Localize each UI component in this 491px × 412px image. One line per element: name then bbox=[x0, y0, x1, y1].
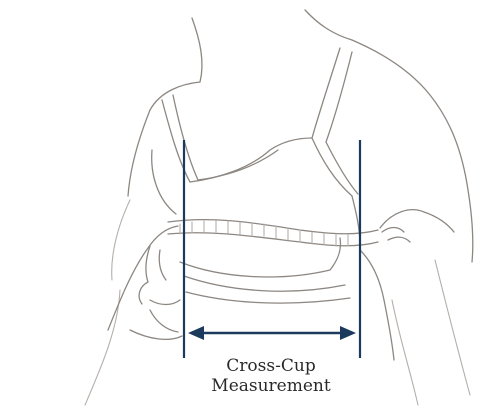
arrowhead-left-icon bbox=[188, 326, 204, 340]
arrowhead-right-icon bbox=[340, 326, 356, 340]
torso-outline bbox=[85, 10, 473, 405]
hand-right bbox=[360, 210, 454, 360]
caption-line-2: Measurement bbox=[186, 376, 356, 396]
measuring-tape bbox=[168, 220, 378, 246]
hand-left bbox=[108, 226, 182, 339]
caption-line-1: Cross-Cup bbox=[186, 356, 356, 376]
measurement-caption: Cross-Cup Measurement bbox=[186, 356, 356, 396]
